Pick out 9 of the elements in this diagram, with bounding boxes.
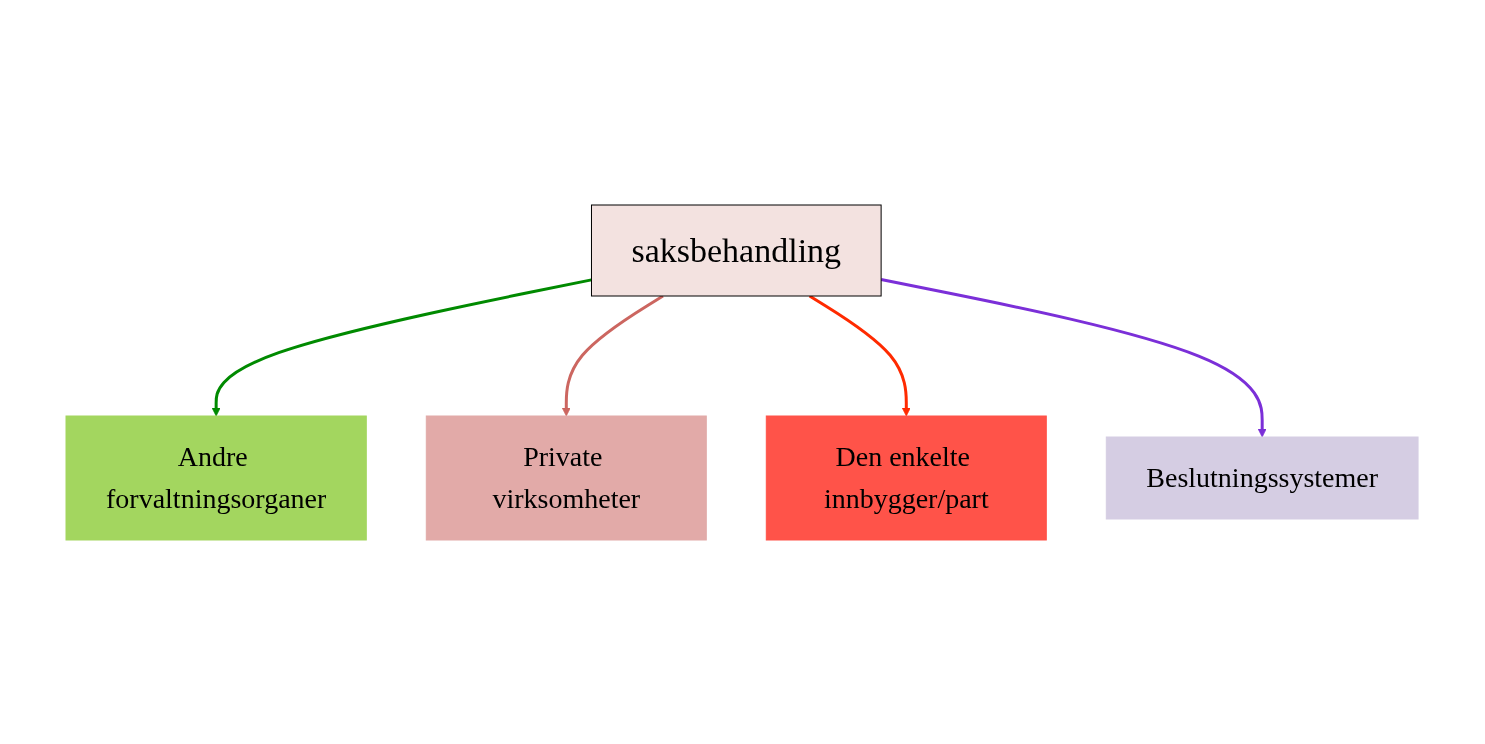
arrow <box>562 294 665 416</box>
node-box: saksbehandling <box>591 204 883 296</box>
node-box: Den enkelte innbygger/part <box>766 415 1048 540</box>
node-box: Private virksomheter <box>426 415 708 540</box>
arrow <box>212 277 593 416</box>
arrow <box>881 277 1268 437</box>
arrow <box>809 294 912 416</box>
node-box: Andre forvaltningsorganer <box>65 415 368 540</box>
node-box: Beslutningssystemer <box>1106 436 1420 519</box>
